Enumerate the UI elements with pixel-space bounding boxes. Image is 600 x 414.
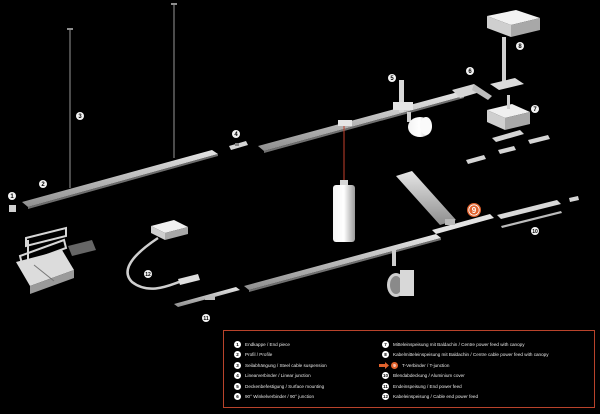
steel-cable-suspension [67,3,177,188]
legend-label: Endeinspeisung / End power feed [393,383,462,389]
legend-item: 1 Endkappe / End piece [234,339,327,349]
marker-5-icon: 5 [388,74,396,82]
marker-7-icon: 7 [531,105,539,113]
svg-text:5: 5 [390,76,394,82]
legend-item: 6 90° Winkelverbinder / 90° junction [234,392,327,402]
legend-label: Seilabhängung / Steel cable suspension [245,362,327,368]
legend-item: 2 Profil / Profile [234,350,327,360]
centre-power-feed-canopy [487,95,530,142]
pendant-lamp [333,126,355,242]
legend-item-highlighted: 9 T-Verbinder / T-junction [379,360,549,370]
legend-number: 9 [391,361,398,369]
legend-number: 5 [234,382,241,390]
legend-number: 7 [382,340,389,348]
legend-item: 3 Seilabhängung / Steel cable suspension [234,360,327,370]
track-spot [387,250,414,297]
legend-item: 4 Linearverbinder / Linear junction [234,371,327,381]
legend-number: 1 [234,340,241,348]
t-junction [396,171,494,234]
marker-1-icon: 1 [8,192,16,200]
legend-label: Mitteleinspeisung mit Baldachin / Centre… [393,341,525,347]
profile-suspended [22,150,218,209]
legend-label: Kabeleinspeisung / Cable end power feed [393,394,479,400]
spotlight [407,112,432,137]
marker-10-icon: 10 [531,227,539,235]
legend-number: 10 [382,372,389,380]
surface-mounting [393,80,413,112]
upper-track [258,92,464,153]
legend-number: 4 [234,372,241,380]
legend-item: 11 Endeinspeisung / End power feed [382,381,549,391]
legend-number: 2 [234,351,241,359]
marker-12-icon: 12 [144,270,152,278]
end-piece [9,205,16,212]
legend-item: 12 Kabeleinspeisung / Cable end power fee… [382,392,549,402]
lower-short-track [174,287,240,307]
svg-text:2: 2 [41,182,45,188]
marker-11-icon: 11 [202,314,210,322]
legend-label: T-Verbinder / T-junction [402,362,450,368]
legend-right-column: 7 Mitteleinspeisung mit Baldachin / Centr… [379,339,549,402]
hacksaw-illustration [16,226,96,294]
legend-item: 8 Kabelmitteleinspeisung mit Baldachin / … [382,350,549,360]
legend-label: Kabelmitteleinspeisung mit Baldachin / C… [393,352,549,358]
legend-item: 10 Blendabdeckung / Aluminium cover [382,371,549,381]
highlight-arrow-icon [379,361,389,369]
legend-number: 12 [382,393,389,401]
number-markers: 1 2 3 4 5 6 7 8 [8,42,539,322]
linear-junction [229,141,248,150]
legend-label: Linearverbinder / Linear junction [245,373,311,379]
svg-text:10: 10 [532,229,538,235]
legend-label: 90° Winkelverbinder / 90° junction [245,394,315,400]
aluminium-cover [497,200,562,228]
svg-text:3: 3 [78,114,82,120]
marker-6-icon: 6 [466,67,474,75]
marker-2-icon: 2 [39,180,47,188]
svg-text:11: 11 [203,316,209,322]
centre-cable-power-feed [487,10,540,90]
ninety-degree-junction [452,84,492,100]
svg-text:8: 8 [518,44,522,50]
marker-4-icon: 4 [232,130,240,138]
legend-label: Profil / Profile [245,352,273,358]
legend-item: 5 Deckenbefestigung / Surface mounting [234,381,327,391]
legend-label: Blendabdeckung / Aluminium cover [393,373,465,379]
cable-end-power-feed [126,220,200,290]
svg-text:6: 6 [468,69,472,75]
legend-number: 3 [234,361,241,369]
svg-text:7: 7 [533,107,537,113]
marker-9-icon: 9 [467,203,481,217]
legend-label: Endkappe / End piece [245,341,290,347]
junction-pieces [466,135,579,202]
legend-label: Deckenbefestigung / Surface mounting [245,383,325,389]
marker-8-icon: 8 [516,42,524,50]
legend-number: 6 [234,393,241,401]
svg-text:4: 4 [234,132,238,138]
legend-number: 8 [382,351,389,359]
svg-text:1: 1 [10,194,14,200]
marker-3-icon: 3 [76,112,84,120]
legend-number: 11 [382,382,389,390]
legend-item: 7 Mitteleinspeisung mit Baldachin / Centr… [382,339,549,349]
svg-text:9: 9 [472,206,477,215]
svg-text:12: 12 [145,272,151,278]
